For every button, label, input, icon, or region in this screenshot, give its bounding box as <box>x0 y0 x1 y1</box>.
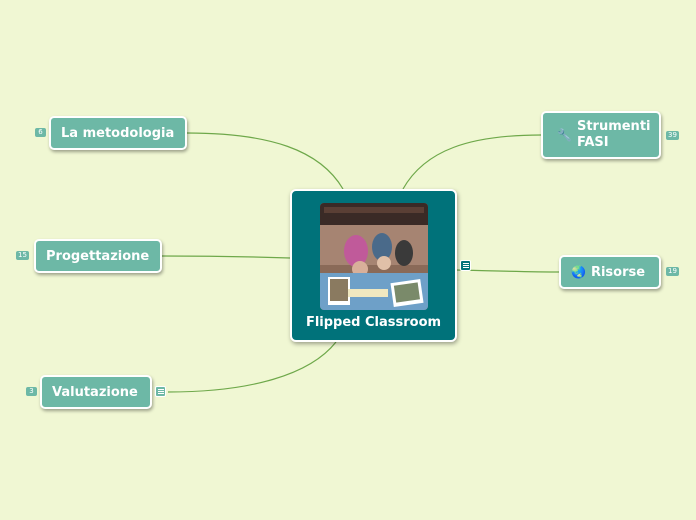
node-progettazione[interactable]: Progettazione <box>34 239 162 273</box>
node-label: Valutazione <box>52 384 138 400</box>
central-topic-title: Flipped Classroom <box>305 315 442 330</box>
node-valutazione[interactable]: Valutazione <box>40 375 152 409</box>
link-metodologia <box>186 132 344 190</box>
tools-icon: 🔧 <box>557 128 572 142</box>
link-valutazione <box>167 341 337 393</box>
classroom-photo-icon <box>320 203 428 310</box>
node-la-metodologia[interactable]: La metodologia <box>49 116 187 150</box>
central-topic[interactable]: Flipped Classroom <box>290 189 457 342</box>
node-count-badge: 19 <box>666 267 679 276</box>
note-icon[interactable] <box>460 260 471 271</box>
central-topic-image <box>320 203 428 310</box>
node-label: Risorse <box>590 264 646 280</box>
node-count-badge: 39 <box>666 131 679 140</box>
node-count-badge: 6 <box>35 128 46 137</box>
node-count-badge: 3 <box>26 387 37 396</box>
node-label: Progettazione <box>46 248 150 264</box>
node-strumenti-fasi[interactable]: 🔧 Strumenti FASI <box>541 111 661 159</box>
link-strumenti <box>402 134 542 190</box>
node-label-line1: Strumenti <box>576 119 651 134</box>
node-count-badge: 15 <box>16 251 29 260</box>
node-label-line2: FASI <box>576 135 609 150</box>
note-icon[interactable] <box>155 386 166 397</box>
link-risorse <box>456 269 561 273</box>
node-risorse[interactable]: 🌏 Risorse <box>559 255 661 289</box>
globe-icon: 🌏 <box>571 265 586 279</box>
link-progettazione <box>161 255 291 259</box>
node-label: La metodologia <box>61 125 175 141</box>
